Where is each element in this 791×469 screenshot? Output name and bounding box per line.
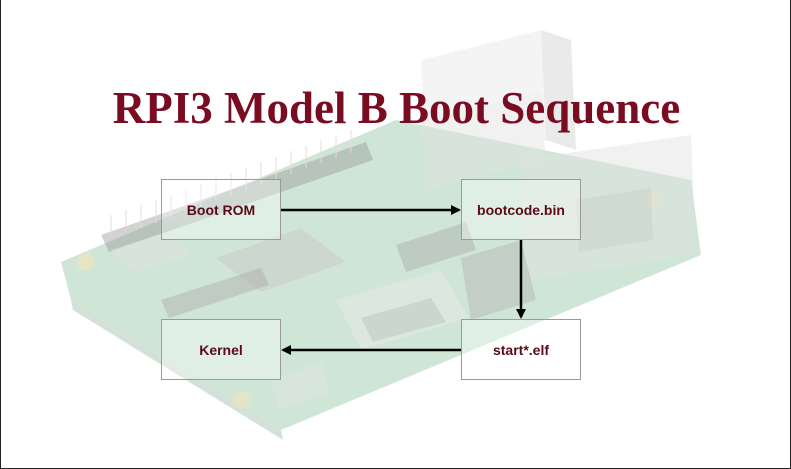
node-bootcode-bin: bootcode.bin (461, 179, 581, 240)
node-kernel: Kernel (161, 319, 281, 380)
node-boot-rom: Boot ROM (161, 179, 281, 240)
diagram-title: RPI3 Model B Boot Sequence (112, 83, 681, 133)
node-start-elf: start*.elf (461, 319, 581, 380)
image-fade-overlay (21, 0, 745, 462)
